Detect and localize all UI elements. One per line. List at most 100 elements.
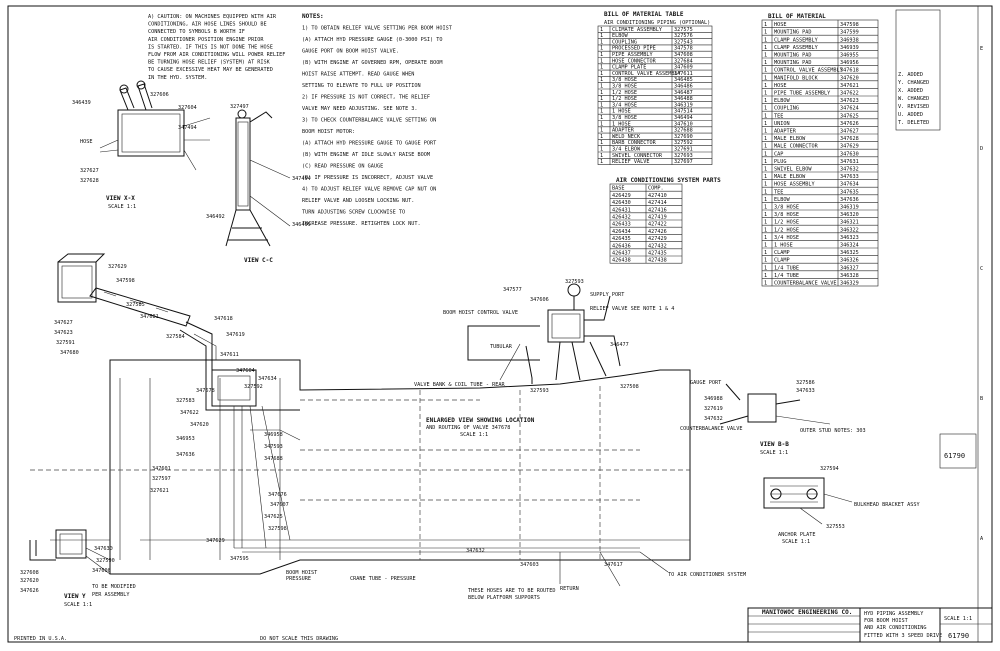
bom-right-cell: 346325 (840, 250, 859, 256)
machine-callout: 347618 (214, 316, 233, 322)
bom-right-cell: 1 (764, 182, 767, 188)
ev-callout-10: 327593 (530, 388, 549, 394)
anchor-plate-label: ANCHOR PLATE (778, 532, 815, 538)
bom-left-cell: 327543 (674, 39, 693, 45)
bom-right-cell: 347630 (840, 151, 859, 157)
bom-left-cell: CLAMP PLATE (612, 65, 646, 71)
num-table-cell: COMP. (648, 186, 664, 192)
callout-view-x-7: 327628 (80, 178, 99, 184)
bom-left-cell: CLIMATE ASSEMBLY (612, 27, 663, 33)
note-line-4: (B) WITH ENGINE AT GOVERNED RPM, OPERATE… (302, 60, 443, 66)
bom-left-cell: 1 (600, 109, 603, 115)
bom-left-cell: 1 (600, 90, 603, 96)
enlarged-view-label-3: SCALE 1:1 (460, 432, 488, 438)
vb-callout-4: 347632 (704, 416, 723, 422)
machine-callout: 347593 (264, 444, 283, 450)
bom-right-cell: 1/4 TUBE (774, 265, 799, 271)
bom-left-cell: 1 (600, 27, 603, 33)
note-line-1: 1) TO OBTAIN RELIEF VALVE SETTING PER BO… (302, 26, 452, 32)
bom-right-cell: 347633 (840, 174, 859, 180)
note-line-0: NOTES: (302, 13, 324, 20)
note-line-14: (D) IF PRESSURE IS INCORRECT, ADJUST VAL… (302, 175, 433, 181)
ap-callout-2: BULKHEAD BRACKET ASSY (854, 502, 920, 508)
machine-callout: 347636 (176, 452, 195, 458)
bom-right-cell: 1 (764, 45, 767, 51)
bom-right-cell: 346955 (840, 53, 859, 59)
num-table-cell: 426438 (612, 258, 631, 264)
revision-note-6: T. DELETED (898, 120, 929, 126)
bom-right-cell: CONTROL VALVE ASSEMBLY (774, 68, 844, 74)
num-table-cell: 427426 (648, 229, 667, 235)
bom-left-cell: 1 (600, 33, 603, 39)
machine-callout: 327597 (152, 476, 171, 482)
bom-left-cell: 1 (600, 102, 603, 108)
title-line-1: HYD PIPING ASSEMBLY (864, 611, 924, 617)
machine-callout: 347601 (152, 466, 171, 472)
bom-right-cell: 347635 (840, 189, 859, 195)
bom-right-cell: 346939 (840, 45, 859, 51)
machine-callout: 327608 (20, 570, 39, 576)
label-crane: CRANE TUBE - PRESSURE (350, 576, 416, 582)
vb-callout-1: GAUGE PORT (690, 380, 721, 386)
bom-left-cell: 1 (600, 121, 603, 127)
machine-callout: 347611 (220, 352, 239, 358)
machine-callout: 327591 (56, 340, 75, 346)
bom-left-cell: 1/2 HOSE (612, 90, 637, 96)
bom-right-cell: 1 (764, 83, 767, 89)
callout-view-x-2: 327606 (150, 92, 169, 98)
bom-left-cell: 1 HOSE (612, 109, 631, 115)
machine-callout: 347623 (54, 330, 73, 336)
machine-main-view (29, 253, 691, 575)
view-c-c-label: VIEW C-C (244, 257, 273, 264)
num-table-title: AIR CONDITIONING SYSTEM PARTS (616, 177, 721, 184)
machine-callout: 347617 (604, 562, 623, 568)
machine-callout: 327621 (150, 488, 169, 494)
bom-right-cell: 1 (764, 98, 767, 104)
machine-callout: 347634 (258, 376, 277, 382)
bom-right-cell: UNION (774, 121, 790, 127)
bom-left-cell: 327576 (674, 33, 693, 39)
bom-right-cell: 1 (764, 265, 767, 271)
ev-callout-8: 346477 (610, 342, 629, 348)
bom-right-cell: 347618 (840, 68, 859, 74)
bom-left-cell: 1 HOSE (612, 121, 631, 127)
bom-right-cell: 1 (764, 91, 767, 97)
bom-left-cell: WELD NECK (612, 134, 641, 140)
bom-right-cell: HOSE (774, 83, 787, 89)
anchor-plate-scale: SCALE 1:1 (782, 539, 810, 545)
enlarged-view-label-2: AND ROUTING OF VALVE 347678 (426, 425, 510, 431)
bom-left-cell: 1 (600, 65, 603, 71)
sheet-border (7, 5, 993, 643)
label-boom-pressure-2: PRESSURE (286, 576, 311, 582)
bom-left-cell: HOSE CONNECTOR (612, 58, 657, 64)
bom-left-cell: 1 (600, 39, 603, 45)
note-line-6: SETTING TO ELEVATE TO FULL UP POSITION (302, 83, 421, 89)
caution-line-3: AIR CONDITIONER POSITION ENGINE PRIOR (148, 37, 264, 43)
bom-right-cell: 346938 (840, 37, 859, 43)
bom-right-cell: 346329 (840, 281, 859, 287)
zone-mark-5: A (980, 536, 984, 542)
bom-left-cell: 327693 (674, 153, 693, 159)
bom-right-cell: TEE (774, 189, 783, 195)
zone-mark-1: E (980, 46, 983, 52)
machine-callout: 327620 (20, 578, 39, 584)
bom-left-cell: 1 (600, 71, 603, 77)
machine-callout: 347688 (264, 456, 283, 462)
bom-right-cell: SWIVEL ELBOW (774, 167, 812, 173)
label-air-cond: TO AIR CONDITIONER SYSTEM (668, 572, 746, 578)
bom-right-cell: 347631 (840, 159, 859, 165)
bom-left-cell: 1 (600, 52, 603, 58)
ev-callout-4: SUPPLY PORT (590, 292, 624, 298)
lower-labels: BOOM HOIST PRESSURE CRANE TUBE - PRESSUR… (286, 551, 746, 601)
bom-left-cell: 327690 (674, 134, 693, 140)
bom-right-cell: 1 HOSE (774, 243, 793, 249)
caution-line-6: BE TURNING HOSE RELIEF (SYSTEM) AT RISK (148, 60, 271, 66)
bom-right-cell: 1 (764, 22, 767, 28)
bom-right-cell: 347628 (840, 136, 859, 142)
bom-left-cell: 1 (600, 96, 603, 102)
bom-left-cell: ADAPTER (612, 128, 635, 134)
callout-view-x-6: 327627 (80, 168, 99, 174)
bom-right-cell: MANIFOLD BLOCK (774, 75, 819, 81)
machine-callout: 327590 (96, 558, 115, 564)
view-x-x-label: VIEW X-X (106, 195, 135, 202)
